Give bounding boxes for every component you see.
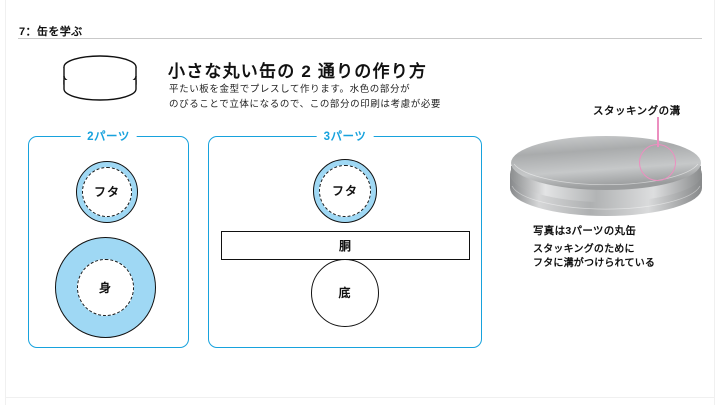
two-parts-body-label: 身 xyxy=(98,280,112,295)
three-parts-barrel-label: 胴 xyxy=(338,238,352,253)
page-subtitle-line-2: のびることで立体になるので、この部分の印刷は考慮が必要 xyxy=(169,99,442,110)
two-parts-lid-inner: フタ xyxy=(82,167,132,217)
three-parts-bottom-label: 底 xyxy=(338,286,352,300)
three-parts-legend: 3パーツ xyxy=(316,128,374,144)
three-parts-barrel-shape: 胴 xyxy=(221,231,470,260)
tin-photo xyxy=(508,128,704,220)
slide-section-label: 7：缶を学ぶ xyxy=(19,26,83,38)
photo-caption-line-1: スタッキングのために xyxy=(533,244,635,255)
three-parts-lid-inner: フタ xyxy=(319,165,371,217)
page-edge-bottom xyxy=(5,397,715,398)
two-parts-lid-shape: フタ xyxy=(76,161,138,223)
page-subtitle-line-1: 平たい板を金型でプレスして作ります。水色の部分が xyxy=(169,84,411,95)
two-parts-body-inner: 身 xyxy=(77,259,134,316)
photo-caption-body: スタッキングのために フタに溝がつけられている xyxy=(533,243,655,271)
photo-caption-line-2: フタに溝がつけられている xyxy=(533,258,656,269)
page-subtitle: 平たい板を金型でプレスして作ります。水色の部分が のびることで立体になるので、こ… xyxy=(169,82,441,112)
page-title: 小さな丸い缶の 2 通りの作り方 xyxy=(168,62,428,81)
three-parts-bottom-shape: 底 xyxy=(311,259,379,327)
annotation-leader-line xyxy=(657,117,659,147)
photo-caption-title: 写真は3パーツの丸缶 xyxy=(533,225,637,237)
round-can-icon xyxy=(62,54,138,109)
two-parts-group: 2パーツ xyxy=(28,128,189,348)
page-edge-left xyxy=(5,0,6,405)
two-parts-lid-label: フタ xyxy=(93,185,120,199)
two-parts-legend: 2パーツ xyxy=(80,128,137,144)
three-parts-lid-shape: フタ xyxy=(313,159,377,223)
two-parts-body-shape: 身 xyxy=(55,237,156,338)
three-parts-lid-label: フタ xyxy=(331,184,358,198)
header-divider xyxy=(18,38,702,39)
page-edge-right xyxy=(714,0,715,405)
annotation-highlight-circle xyxy=(639,144,676,181)
stacking-groove-annotation-label: スタッキングの溝 xyxy=(593,105,681,117)
three-parts-group: 3パーツ xyxy=(208,128,482,348)
